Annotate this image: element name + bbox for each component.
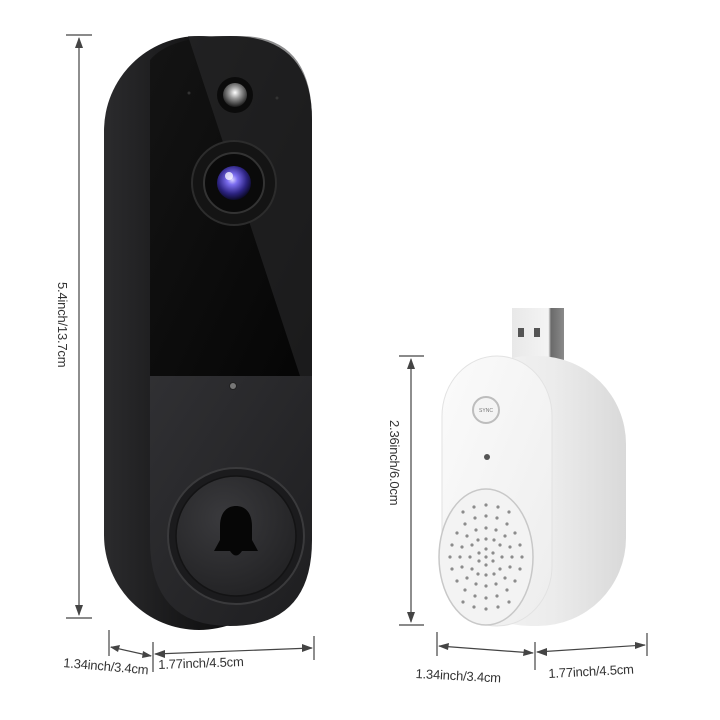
pir-sensor-icon	[223, 83, 247, 107]
doorbell-height-label: 5.4inch/13.7cm	[55, 282, 70, 368]
mic-hole	[187, 91, 191, 95]
camera-lens-icon	[217, 166, 251, 200]
led-indicator	[484, 454, 490, 460]
bell-clapper	[230, 551, 242, 556]
speaker-holes	[448, 503, 524, 611]
lens-glare	[225, 172, 233, 180]
chime: SYNC	[438, 308, 626, 627]
sync-label: SYNC	[479, 408, 493, 414]
usb-hole	[518, 328, 524, 337]
bell-icon	[214, 506, 258, 551]
light-sensor	[229, 382, 237, 390]
doorbell	[104, 36, 312, 630]
usb-hole	[534, 328, 540, 337]
doorbell-width-label: 1.77inch/4.5cm	[158, 654, 244, 672]
mic-hole	[275, 96, 279, 100]
sync-button	[472, 396, 500, 424]
dimension-lines	[66, 34, 648, 672]
chime-height-label: 2.36inch/6.0cm	[387, 420, 402, 506]
